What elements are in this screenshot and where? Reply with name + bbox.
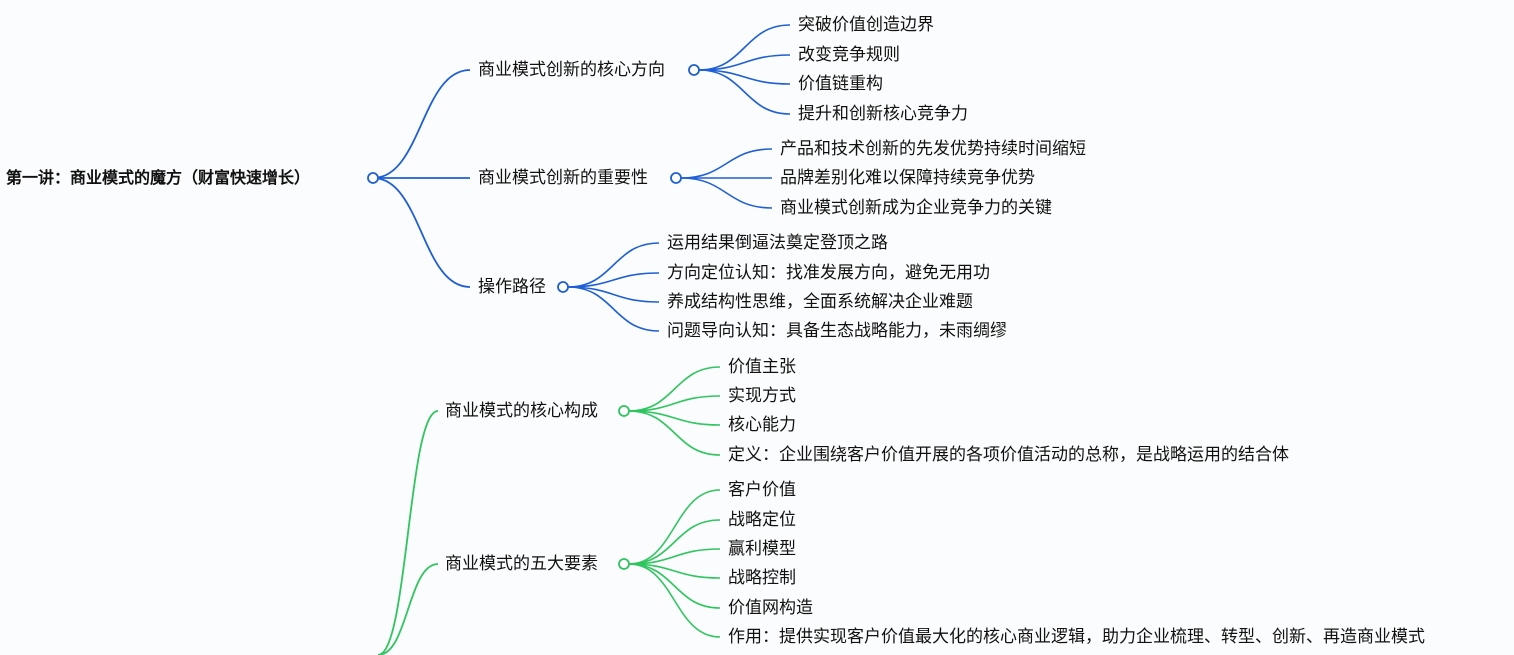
connector-line [567, 272, 660, 288]
leaf-profit-model[interactable]: 赢利模型 [728, 539, 796, 559]
branch-core-direction[interactable]: 商业模式创新的核心方向 [478, 60, 665, 80]
leaf-structural-thinking[interactable]: 养成结构性思维，全面系统解决企业难题 [667, 292, 973, 312]
connector-line [377, 410, 439, 655]
connector-line [680, 177, 773, 209]
connector-line [628, 563, 721, 638]
connector-line [698, 24, 791, 71]
connector-line [628, 563, 721, 579]
leaf-value-network[interactable]: 价值网构造 [728, 598, 813, 618]
root-topic[interactable]: 第一讲：商业模式的魔方（财富快速增长） [6, 168, 311, 187]
connector-line [680, 148, 773, 179]
leaf-implementation[interactable]: 实现方式 [728, 386, 796, 406]
collapse-node-icon[interactable] [557, 281, 569, 293]
leaf-change-rules[interactable]: 改变竞争规则 [798, 45, 900, 65]
connector-line [372, 177, 471, 288]
leaf-definition[interactable]: 定义：企业围绕客户价值开展的各项价值活动的总称，是战略运用的结合体 [728, 445, 1289, 465]
connector-line [628, 410, 721, 456]
leaf-innovation-key[interactable]: 商业模式创新成为企业竞争力的关键 [780, 198, 1052, 218]
leaf-brand-differentiation[interactable]: 品牌差别化难以保障持续竞争优势 [780, 168, 1035, 188]
collapse-node-icon[interactable] [618, 405, 630, 417]
connector-line [628, 366, 721, 412]
leaf-backward-method[interactable]: 运用结果倒逼法奠定登顶之路 [667, 233, 888, 253]
connector-line [698, 69, 791, 115]
connector-line [567, 242, 660, 288]
leaf-strategic-control[interactable]: 战略控制 [728, 568, 796, 588]
connector-line [628, 519, 721, 565]
leaf-customer-value[interactable]: 客户价值 [728, 480, 796, 500]
branch-five-elements[interactable]: 商业模式的五大要素 [445, 554, 598, 574]
leaf-core-ability[interactable]: 核心能力 [728, 415, 796, 435]
leaf-core-competitiveness[interactable]: 提升和创新核心竞争力 [798, 104, 968, 124]
leaf-strategic-positioning[interactable]: 战略定位 [728, 510, 796, 530]
connector-line [698, 54, 791, 71]
branch-operation-path[interactable]: 操作路径 [478, 277, 546, 297]
collapse-node-icon[interactable] [688, 64, 700, 76]
leaf-value-proposition[interactable]: 价值主张 [728, 357, 796, 377]
connector-line [567, 286, 660, 303]
leaf-problem-oriented[interactable]: 问题导向认知：具备生态战略能力，未雨绸缪 [667, 321, 1007, 341]
connector-line [372, 69, 471, 179]
connector-line [698, 69, 791, 85]
branch-importance[interactable]: 商业模式创新的重要性 [478, 168, 648, 188]
collapse-node-icon[interactable] [367, 172, 379, 184]
leaf-value-chain[interactable]: 价值链重构 [798, 74, 883, 94]
connector-line [377, 563, 439, 655]
connector-line [628, 489, 721, 565]
collapse-node-icon[interactable] [618, 558, 630, 570]
leaf-direction-positioning[interactable]: 方向定位认知：找准发展方向，避免无用功 [667, 263, 990, 283]
leaf-first-mover-shorter[interactable]: 产品和技术创新的先发优势持续时间缩短 [780, 139, 1086, 159]
leaf-function[interactable]: 作用：提供实现客户价值最大化的核心商业逻辑，助力企业梳理、转型、创新、再造商业模… [728, 627, 1425, 647]
connector-line [628, 548, 721, 565]
collapse-node-icon[interactable] [670, 172, 682, 184]
connector-line [567, 286, 660, 332]
connector-line [628, 410, 721, 426]
branch-core-composition[interactable]: 商业模式的核心构成 [445, 401, 598, 421]
connector-line [628, 395, 721, 412]
leaf-break-value-boundary[interactable]: 突破价值创造边界 [798, 15, 934, 35]
